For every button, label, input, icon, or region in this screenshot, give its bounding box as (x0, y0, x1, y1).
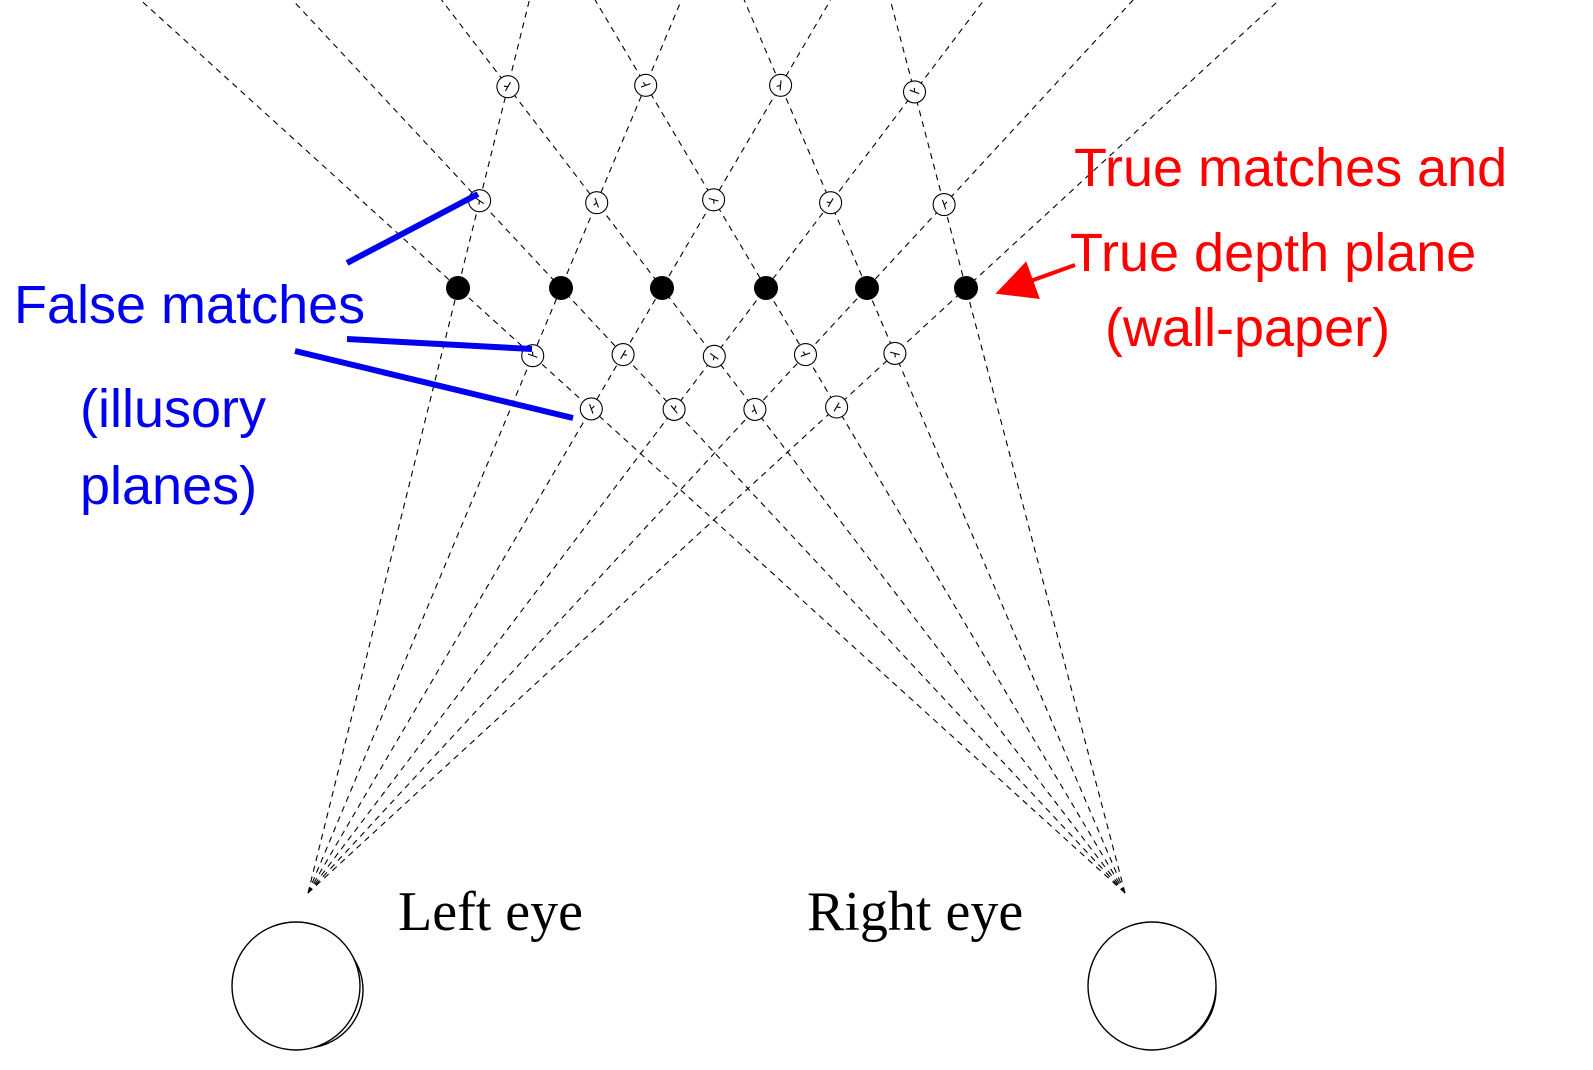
true-matches-group (446, 276, 978, 300)
right-eye-label: Right eye (807, 881, 1023, 943)
false-match-marker (793, 343, 818, 367)
true-match-dot (446, 276, 470, 300)
false-matches-label: False matches (14, 275, 365, 335)
false-match-marker (825, 395, 849, 419)
left-eye-label: Left eye (398, 881, 583, 943)
left-eye-icon (231, 921, 364, 1051)
true-match-dot (954, 276, 978, 300)
true-matches-label: True matches and (1074, 138, 1507, 198)
false-match-marker (662, 397, 686, 421)
false-match-marker (702, 188, 726, 212)
false-matches-group (468, 73, 956, 421)
false-match-marker (702, 344, 726, 368)
false-match-marker (611, 343, 635, 367)
true-match-dot (855, 276, 879, 300)
false-match-marker (468, 189, 492, 213)
false-match-marker (883, 341, 907, 365)
true-plane-arrow-icon (995, 261, 1076, 299)
true-match-dot (549, 276, 573, 300)
false-match-marker (496, 75, 520, 99)
left-eye-ray (307, 0, 530, 894)
false-match-marker (634, 73, 658, 97)
right-eye-icon (1087, 921, 1217, 1051)
right-eye-ray (889, 0, 1126, 894)
left-eye-ray (307, 0, 682, 894)
left-eye-ray (307, 0, 985, 894)
right-eye-ray (441, 0, 1126, 894)
lines-of-sight (140, 0, 1280, 894)
left-eye-ray (307, 0, 1134, 894)
illusory-planes-label-line2: planes) (80, 456, 257, 516)
false-match-marker (902, 80, 927, 104)
false-match-marker (769, 73, 793, 97)
false-match-marker (932, 193, 956, 217)
false-match-pointer-upper (345, 191, 480, 266)
left-eye-ray (307, 0, 1280, 894)
false-match-marker (585, 191, 609, 215)
true-match-dot (650, 276, 674, 300)
false-match-pointer-middle (346, 336, 533, 352)
false-match-marker (819, 191, 843, 215)
wallpaper-label: (wall-paper) (1105, 298, 1390, 358)
left-eye-ray (307, 0, 831, 894)
true-depth-plane-label: True depth plane (1070, 223, 1476, 283)
illusory-planes-label-line1: (illusory (80, 379, 266, 439)
true-match-dot (754, 276, 778, 300)
right-eye-ray (743, 0, 1126, 894)
right-eye-ray (292, 0, 1126, 894)
false-match-marker (579, 397, 603, 421)
right-eye-ray (140, 0, 1126, 894)
right-eye-ray (594, 0, 1126, 894)
false-match-pointer-lower (294, 348, 574, 421)
false-match-marker (743, 397, 767, 421)
